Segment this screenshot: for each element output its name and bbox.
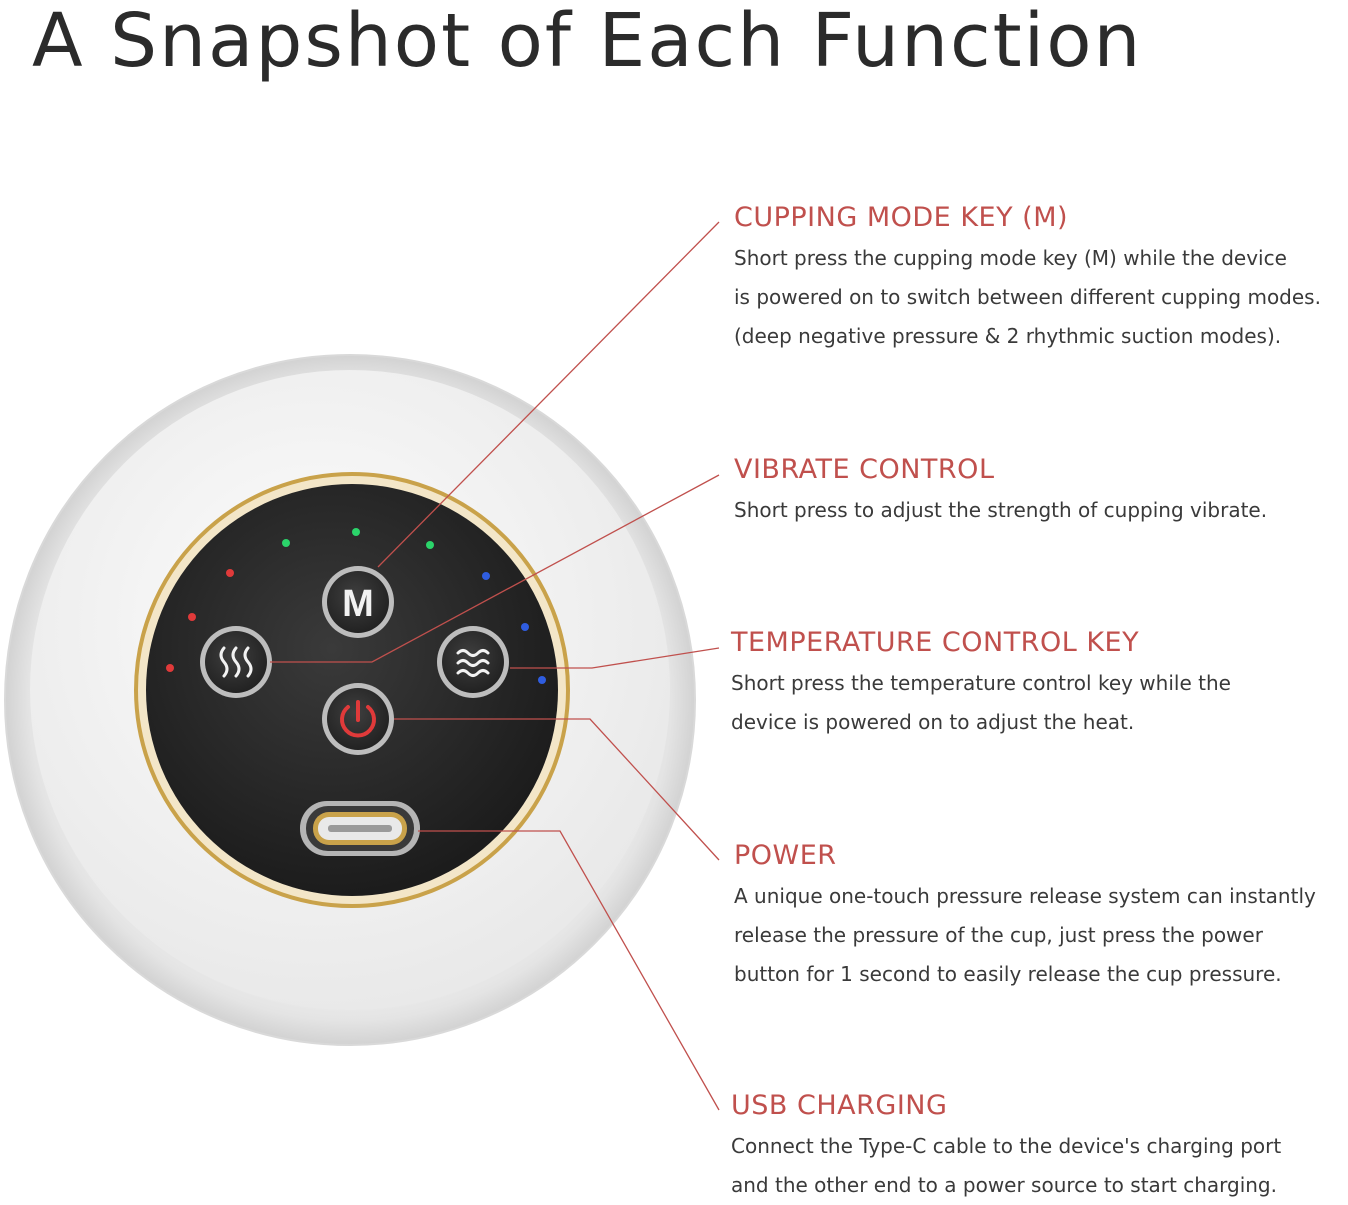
heat-waves-icon xyxy=(219,646,253,678)
page-title: A Snapshot of Each Function xyxy=(32,0,1143,84)
feature-cupping-mode: CUPPING MODE KEY (M) Short press the cup… xyxy=(734,202,1321,356)
cupping-mode-button: M xyxy=(322,566,394,638)
feature-vibrate-control: VIBRATE CONTROL Short press to adjust th… xyxy=(734,454,1267,530)
wave-lines-icon xyxy=(456,649,490,677)
leader-line-power xyxy=(394,718,720,861)
feature-line: Short press the cupping mode key (M) whi… xyxy=(734,246,1287,270)
power-button xyxy=(322,683,394,755)
led-blue xyxy=(538,676,546,684)
feature-line: device is powered on to adjust the heat. xyxy=(731,710,1135,734)
leader-line-temperature xyxy=(510,647,720,669)
letter-m-icon: M xyxy=(342,583,374,625)
temperature-button xyxy=(200,626,272,698)
vibrate-button xyxy=(437,626,509,698)
led-red xyxy=(166,664,174,672)
feature-heading: CUPPING MODE KEY (M) xyxy=(734,202,1069,233)
feature-line: button for 1 second to easily release th… xyxy=(734,962,1282,986)
feature-line: release the pressure of the cup, just pr… xyxy=(734,923,1263,947)
feature-line: Short press to adjust the strength of cu… xyxy=(734,498,1268,522)
led-red xyxy=(226,569,234,577)
feature-line: Short press the temperature control key … xyxy=(731,671,1231,695)
leader-line-vibrate xyxy=(270,474,720,663)
feature-power: POWER A unique one-touch pressure releas… xyxy=(734,840,1316,994)
feature-heading: VIBRATE CONTROL xyxy=(734,454,995,485)
led-green xyxy=(426,541,434,549)
leader-line-usb xyxy=(418,830,720,1111)
feature-heading: USB CHARGING xyxy=(731,1090,948,1121)
feature-usb-charging: USB CHARGING Connect the Type-C cable to… xyxy=(731,1090,1281,1205)
led-green xyxy=(352,528,360,536)
power-icon xyxy=(340,700,376,738)
feature-line: is powered on to switch between differen… xyxy=(734,285,1321,309)
led-blue xyxy=(521,623,529,631)
feature-temperature-control: TEMPERATURE CONTROL KEY Short press the … xyxy=(731,627,1231,742)
usb-c-port xyxy=(300,801,420,856)
feature-heading: POWER xyxy=(734,840,837,871)
leader-line-cupping-mode xyxy=(377,221,720,568)
led-green xyxy=(282,539,290,547)
led-indicators xyxy=(166,528,546,684)
feature-line: A unique one-touch pressure release syst… xyxy=(734,884,1316,908)
feature-line: (deep negative pressure & 2 rhythmic suc… xyxy=(734,324,1282,348)
leader-lines xyxy=(270,221,720,1111)
feature-line: Connect the Type-C cable to the device's… xyxy=(731,1134,1282,1158)
led-blue xyxy=(482,572,490,580)
feature-heading: TEMPERATURE CONTROL KEY xyxy=(731,627,1140,658)
led-red xyxy=(188,613,196,621)
feature-line: and the other end to a power source to s… xyxy=(731,1173,1277,1197)
